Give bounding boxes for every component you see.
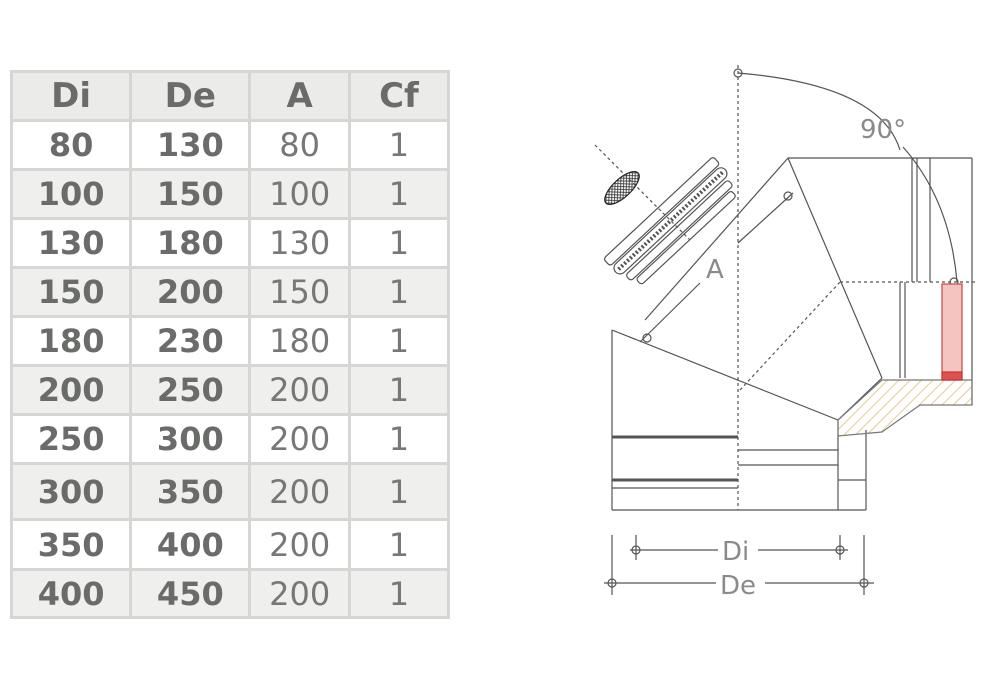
cell-di: 80 — [9, 119, 133, 171]
cell-a: 200 — [248, 364, 351, 416]
cell-a: 200 — [248, 413, 351, 465]
cell-a: 200 — [248, 518, 351, 571]
cell-di: 250 — [9, 413, 133, 465]
cell-a: 130 — [248, 217, 351, 269]
cell-a: 100 — [248, 168, 351, 220]
header-a: A — [248, 70, 351, 122]
cell-de: 300 — [129, 413, 252, 465]
cell-cf: 1 — [347, 315, 451, 367]
cell-di: 350 — [9, 518, 133, 571]
table-header-row: Di De A Cf — [9, 70, 451, 122]
header-di: Di — [9, 70, 133, 122]
cell-de: 450 — [129, 568, 252, 619]
cell-de: 200 — [129, 266, 252, 318]
cell-de: 130 — [129, 119, 252, 171]
cell-a: 200 — [248, 568, 351, 619]
cell-de: 180 — [129, 217, 252, 269]
cell-di: 180 — [9, 315, 133, 367]
de-label: De — [720, 571, 756, 601]
cell-a: 80 — [248, 119, 351, 171]
cell-cf: 1 — [347, 568, 451, 619]
cell-cf: 1 — [347, 364, 451, 416]
di-label: Di — [722, 537, 749, 567]
cell-di: 100 — [9, 168, 133, 220]
cell-cf: 1 — [347, 518, 451, 571]
cell-cf: 1 — [347, 119, 451, 171]
cell-a: 180 — [248, 315, 351, 367]
cell-di: 400 — [9, 568, 133, 619]
cell-cf: 1 — [347, 266, 451, 318]
insulation-strip — [941, 283, 963, 381]
cell-de: 350 — [129, 462, 252, 521]
hatched-section — [837, 379, 973, 437]
angle-label: 90° — [860, 115, 906, 145]
cell-di: 130 — [9, 217, 133, 269]
a-label: A — [706, 255, 724, 285]
cell-di: 200 — [9, 364, 133, 416]
angle-arc — [737, 72, 901, 151]
cell-de: 400 — [129, 518, 252, 571]
header-de: De — [129, 70, 252, 122]
cell-cf: 1 — [347, 413, 451, 465]
cell-de: 230 — [129, 315, 252, 367]
cell-cf: 1 — [347, 168, 451, 220]
cell-de: 250 — [129, 364, 252, 416]
cell-a: 150 — [248, 266, 351, 318]
header-cf: Cf — [347, 70, 451, 122]
cell-di: 300 — [9, 462, 133, 521]
cell-cf: 1 — [347, 462, 451, 521]
cell-di: 150 — [9, 266, 133, 318]
cell-cf: 1 — [347, 217, 451, 269]
cell-de: 150 — [129, 168, 252, 220]
cell-a: 200 — [248, 462, 351, 521]
